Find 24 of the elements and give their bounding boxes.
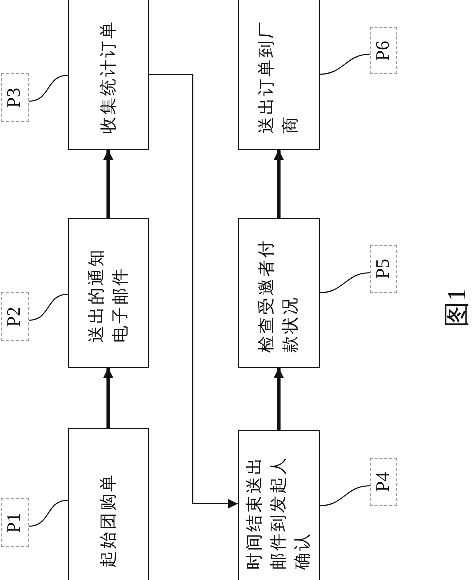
process-box: 送出的通知电子邮件	[68, 218, 149, 368]
arrow	[274, 150, 284, 218]
step-label: P1	[1, 498, 29, 547]
leader-line	[320, 485, 370, 507]
arrow	[104, 368, 114, 428]
arrow	[274, 368, 284, 430]
process-box: 检查受邀者付款状况	[238, 218, 320, 368]
step-label: P6	[370, 27, 397, 74]
leader-line	[28, 74, 68, 102]
process-box: 时间结束送出邮件到发起人确认	[238, 430, 320, 580]
arrow	[149, 74, 238, 509]
process-box: 送出订单到厂商	[238, 0, 320, 150]
process-box: 起始团购单	[68, 428, 149, 580]
figure-caption: 图1	[442, 288, 472, 328]
step-label: P2	[1, 292, 29, 341]
step-label: P5	[370, 245, 397, 293]
leader-line	[28, 294, 68, 322]
step-label: P4	[370, 458, 397, 506]
leader-line	[320, 54, 370, 76]
leader-line	[320, 272, 370, 294]
arrow	[104, 150, 114, 218]
leader-line	[28, 500, 68, 528]
step-label: P3	[1, 73, 29, 122]
process-box: 收集统计订单	[68, 0, 149, 150]
